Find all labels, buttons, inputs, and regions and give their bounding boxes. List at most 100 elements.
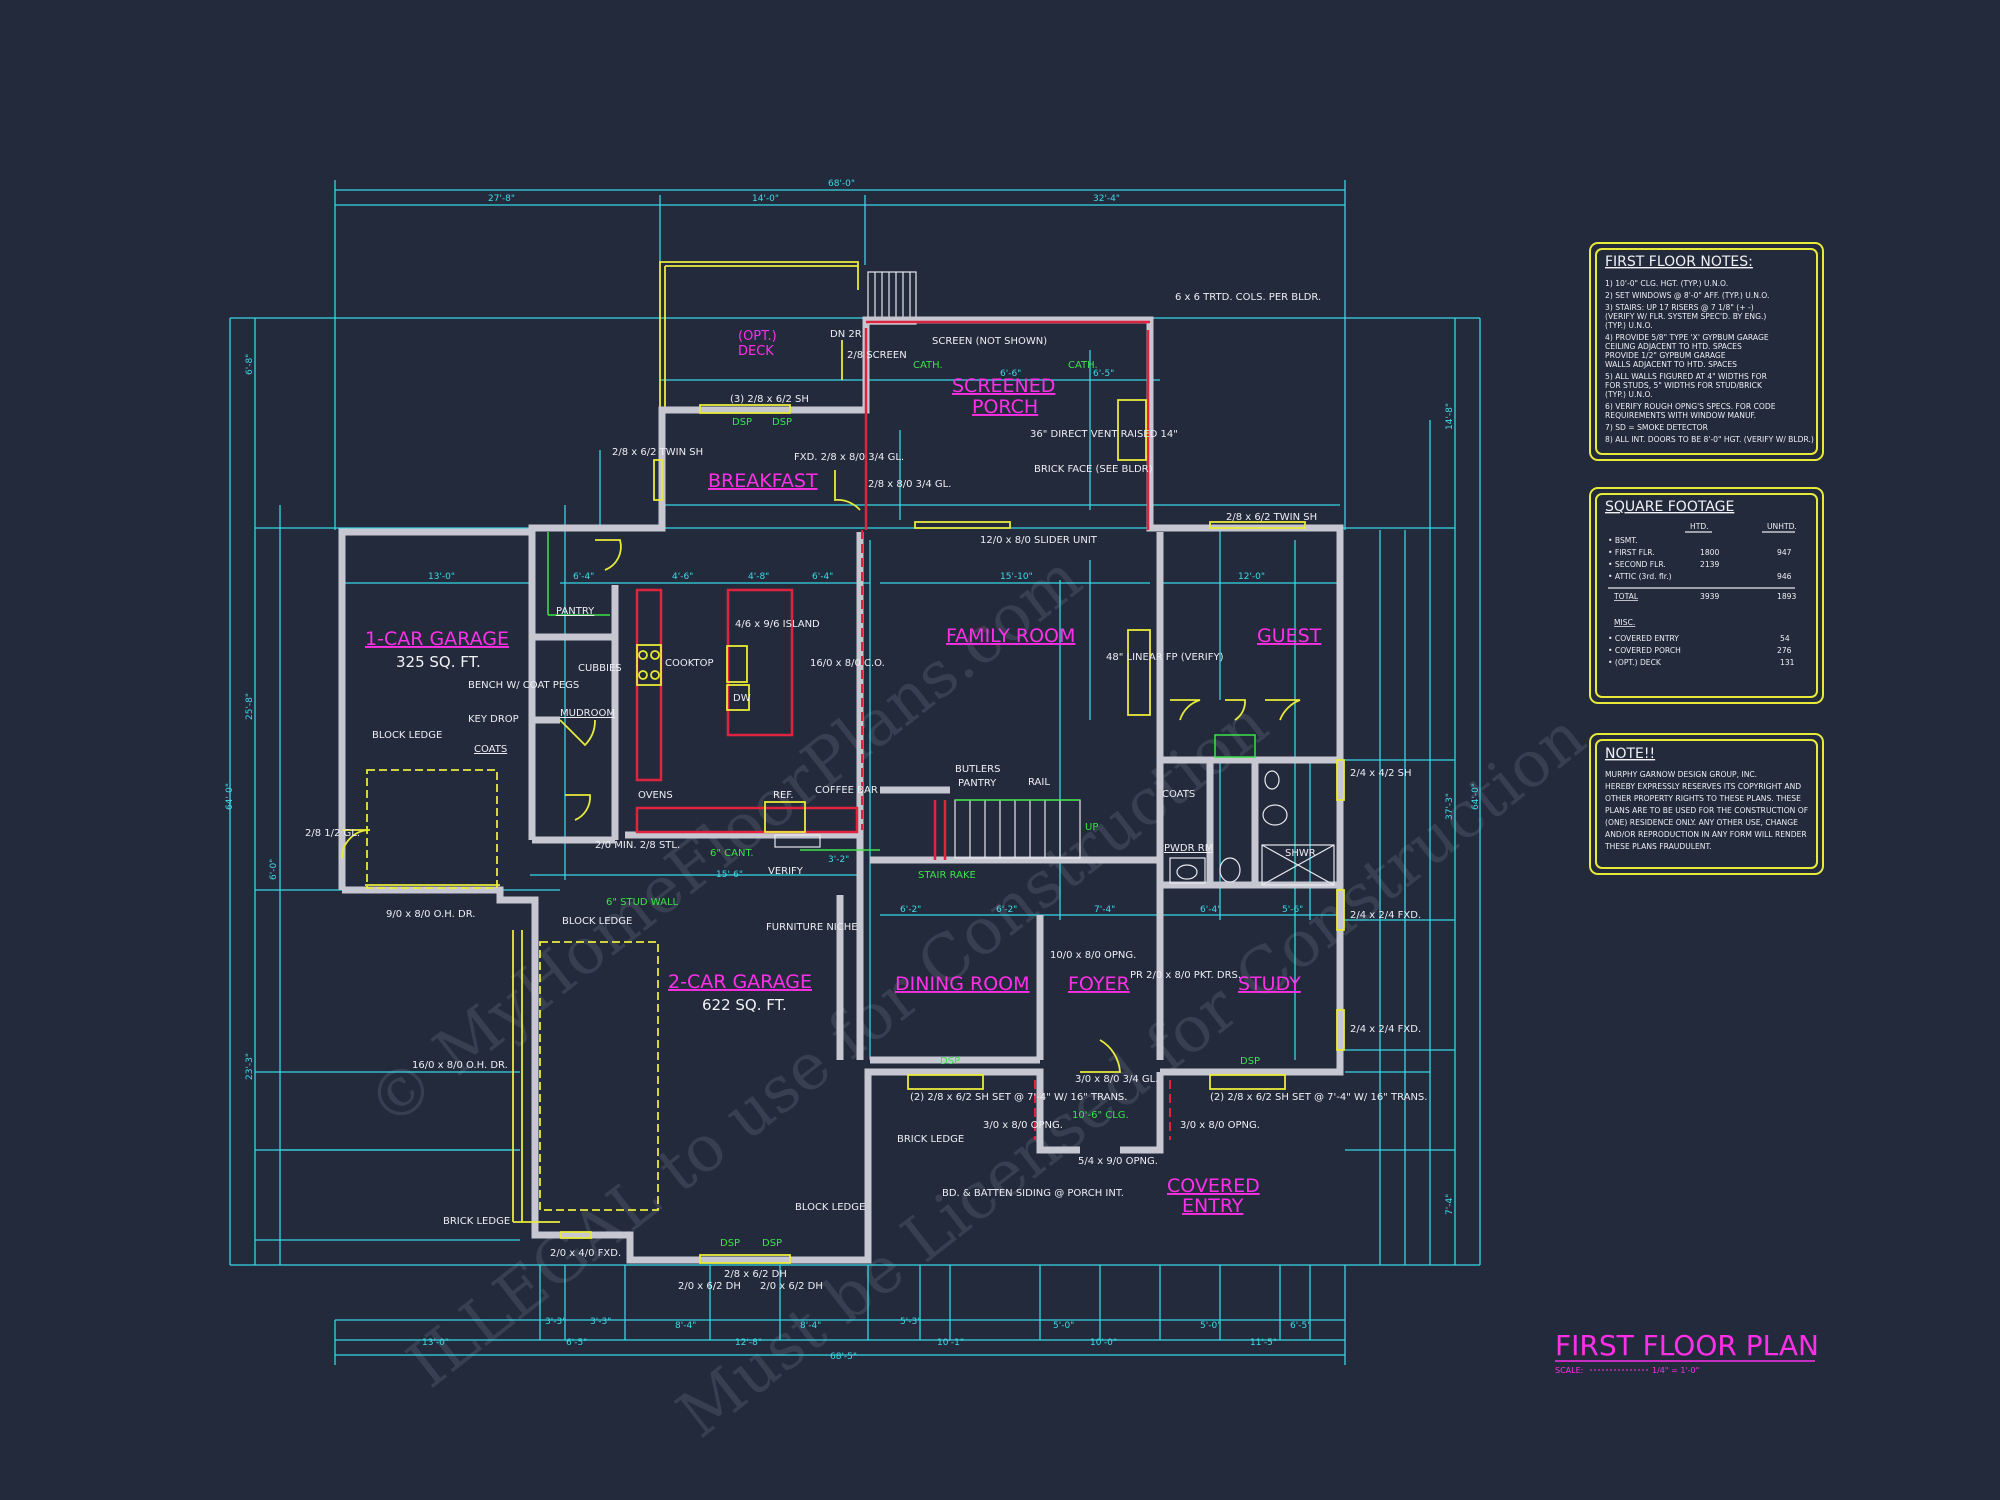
misc-row-2-label: • COVERED PORCH xyxy=(1608,646,1681,655)
dim-left-a: 6'-8" xyxy=(245,354,255,375)
label-block-ledge-a: BLOCK LEDGE xyxy=(372,730,442,741)
label-cubbies: CUBBIES xyxy=(578,663,622,674)
doors xyxy=(341,470,1301,1073)
label-fxd-a: 2/4 x 2/4 FXD. xyxy=(1350,910,1421,921)
dim-bottom-k: 11'-5" xyxy=(1250,1338,1277,1348)
label-opng-d: 10/0 x 8/0 OPNG. xyxy=(1050,950,1136,961)
dim-bottom-h: 5'-0" xyxy=(1053,1321,1074,1331)
label-dn: DN 2R xyxy=(830,329,862,340)
misc-row-1-label: • COVERED ENTRY xyxy=(1608,634,1679,643)
watermarks: © MyHomeFloorPlans.com ILLEGAL to use fo… xyxy=(354,541,1599,1453)
garage-doors xyxy=(365,769,659,1223)
note-title: NOTE!! xyxy=(1605,746,1655,762)
label-fxd-bottom: 2/0 x 4/0 FXD. xyxy=(550,1248,621,1259)
label-cath-1: CATH. xyxy=(913,360,943,371)
room-two-car-garage: 2-CAR GARAGE xyxy=(668,971,812,993)
room-study: STUDY xyxy=(1238,973,1301,995)
notes-line-5: (TYP.) U.N.O. xyxy=(1605,321,1653,330)
label-coffee-bar: COFFEE BAR xyxy=(815,785,878,796)
label-clg: 10'-6" CLG. xyxy=(1072,1110,1129,1121)
plan-title: FIRST FLOOR PLAN xyxy=(1555,1329,1819,1362)
notes-panel: FIRST FLOOR NOTES: 1) 10'-0" CLG. HGT. (… xyxy=(1589,242,1824,461)
label-dsp-3: DSP xyxy=(940,1056,960,1067)
label-fxd-b: 2/4 x 2/4 FXD. xyxy=(1350,1024,1421,1035)
notes-line-12: (TYP.) U.N.O. xyxy=(1605,390,1653,399)
notes-line-14: REQUIREMENTS WITH WINDOW MANUF. xyxy=(1605,411,1756,420)
dim-stair-c: 7'-4" xyxy=(1094,905,1115,915)
label-dsp-6: DSP xyxy=(762,1238,782,1249)
label-butlers: BUTLERS xyxy=(955,764,1000,775)
label-twin-sh-top: 2/8 x 6/2 TWIN SH xyxy=(1226,512,1317,523)
dim-bottom-c: 8'-4" xyxy=(675,1321,696,1331)
label-island: 4/6 x 9/6 ISLAND xyxy=(735,619,820,630)
label-direct-vent: 36" DIRECT VENT RAISED 14" xyxy=(1030,429,1178,440)
sqft-row-2-unhtd: 947 xyxy=(1777,548,1792,557)
room-foyer: FOYER xyxy=(1068,973,1130,995)
sqft-title: SQUARE FOOTAGE xyxy=(1605,499,1734,515)
room-covered-entry-2: ENTRY xyxy=(1182,1195,1244,1217)
dim-right-c: 7'-4" xyxy=(1445,1194,1455,1215)
notes-line-3: 3) STAIRS: UP 17 RISERS @ 7 1/8" (+ -) xyxy=(1605,303,1754,312)
label-dh-a: 2/8 x 6/2 DH xyxy=(724,1269,787,1280)
room-covered-entry-1: COVERED xyxy=(1167,1175,1260,1197)
label-dsp-4: DSP xyxy=(1240,1056,1260,1067)
interior-walls xyxy=(528,530,1340,1140)
dim-study-a: 6'-4" xyxy=(1200,905,1221,915)
label-opng-c: 5/4 x 9/0 OPNG. xyxy=(1078,1156,1158,1167)
sqft-row-5-htd: 3939 xyxy=(1700,592,1719,601)
label-cant: 6" CANT. xyxy=(710,848,754,859)
dim-right-a: 14'-8" xyxy=(1445,403,1455,430)
notes-line-6: 4) PROVIDE 5/8" TYPE 'X' GYPBUM GARAGE xyxy=(1605,333,1769,342)
label-pantry: PANTRY xyxy=(556,606,595,617)
label-fxd: FXD. 2/8 x 8/0 3/4 GL. xyxy=(794,452,904,463)
label-oh-door-1: 9/0 x 8/0 O.H. DR. xyxy=(386,909,475,920)
room-one-car-garage: 1-CAR GARAGE xyxy=(365,628,509,650)
notes-line-15: 7) SD = SMOKE DETECTOR xyxy=(1605,423,1709,432)
dim-right-b: 37'-3" xyxy=(1445,793,1455,820)
label-slider: 12/0 x 8/0 SLIDER UNIT xyxy=(980,535,1098,546)
label-brick-face: BRICK FACE (SEE BLDR) xyxy=(1034,464,1153,475)
deck-stairs xyxy=(867,271,917,325)
dim-bottom-l: 6'-5" xyxy=(1290,1321,1311,1331)
note-line-6: AND/OR REPRODUCTION IN ANY FORM WILL REN… xyxy=(1605,830,1807,839)
notes-line-8: PROVIDE 1/2" GYPBUM GARAGE xyxy=(1605,351,1726,360)
label-opng-a: 3/0 x 8/0 OPNG. xyxy=(983,1120,1063,1131)
dim-bottom-i: 10'-0" xyxy=(1090,1338,1117,1348)
green-annotations: CATH. CATH. DSP DSP DSP DSP DSP DSP 6" C… xyxy=(547,360,1260,1249)
dim-bottom-f: 5'-3" xyxy=(900,1317,921,1327)
deck-outline xyxy=(659,261,917,411)
misc-row-3-label: • (OPT.) DECK xyxy=(1608,658,1662,667)
annotations: PANTRY MUDROOM CUBBIES BENCH W/ COAT PEG… xyxy=(305,292,1427,1292)
dim-left-d: 6'-0" xyxy=(269,859,279,880)
dim-left-c: 23'-3" xyxy=(245,1053,255,1080)
label-dh-b: 2/0 x 6/2 DH xyxy=(678,1281,741,1292)
label-up: UP xyxy=(1085,822,1098,833)
label-brick-ledge-a: BRICK LEDGE xyxy=(897,1134,964,1145)
sqft-row-2-htd: 1800 xyxy=(1700,548,1719,557)
label-verify: VERIFY xyxy=(768,866,804,877)
dim-porch-a: 6'-6" xyxy=(1000,369,1021,379)
label-pkt: PR 2/0 x 8/0 PKT. DRS. xyxy=(1130,970,1241,981)
label-block-ledge-b: BLOCK LEDGE xyxy=(562,916,632,927)
dim-stair-a: 6'-2" xyxy=(900,905,921,915)
label-furniture-niche: FURNITURE NICHE xyxy=(766,922,858,933)
room-dining: DINING ROOM xyxy=(895,973,1030,995)
room-family: FAMILY ROOM xyxy=(946,625,1075,647)
dimension-lines xyxy=(229,180,1481,1365)
notes-line-2: 2) SET WINDOWS @ 8'-0" AFF. (TYP.) U.N.O… xyxy=(1605,291,1769,300)
label-dsp-2: DSP xyxy=(772,417,792,428)
dim-bottom-a: 13'-0" xyxy=(422,1338,449,1348)
label-cath-2: CATH. xyxy=(1068,360,1098,371)
dim-top-total: 68'-0" xyxy=(828,179,855,189)
dim-top-c: 32'-4" xyxy=(1093,194,1120,204)
sqft-row-5-label: TOTAL xyxy=(1613,592,1639,601)
dim-kitchen-a: 6'-4" xyxy=(573,572,594,582)
label-dsp-5: DSP xyxy=(720,1238,740,1249)
dim-bottom-n: 3'-3" xyxy=(590,1317,611,1327)
dim-top-b: 14'-0" xyxy=(752,194,779,204)
label-min-stl: 2/0 MIN. 2/8 STL. xyxy=(595,840,680,851)
dim-bottom-m: 3'-3" xyxy=(545,1317,566,1327)
label-ovens: OVENS xyxy=(638,790,673,801)
label-dw: DW xyxy=(733,693,751,704)
